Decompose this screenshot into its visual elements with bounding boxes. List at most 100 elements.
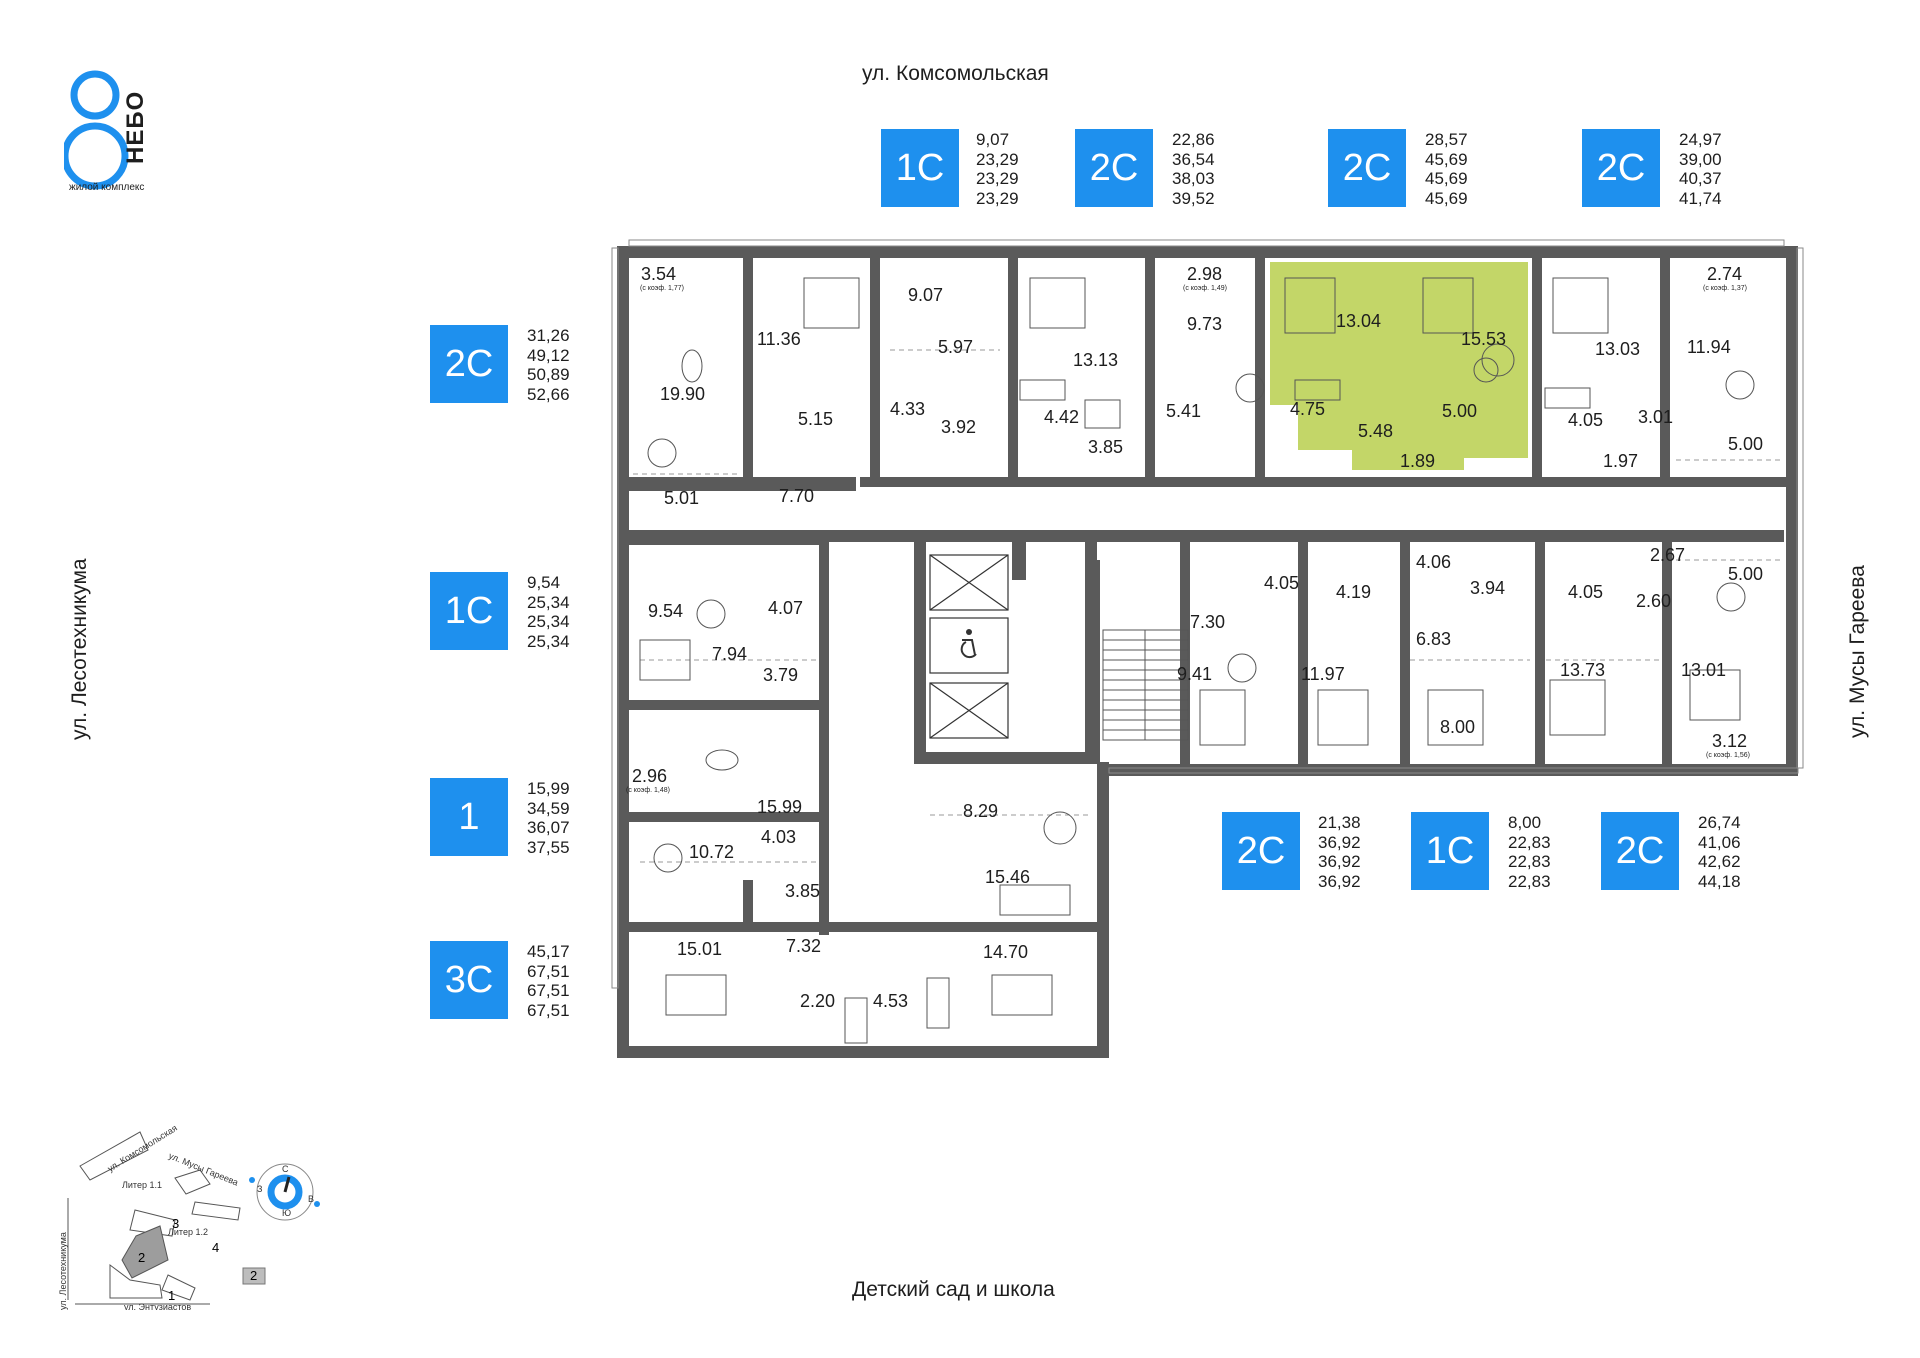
- room-area: 5.41: [1166, 401, 1201, 421]
- room-area: 4.07: [768, 598, 803, 618]
- room-area: 3.85: [785, 881, 820, 901]
- room-area: 9.73: [1187, 314, 1222, 334]
- keymap-liter: Литер 1.2: [168, 1227, 208, 1237]
- site-keymap: ул. Комсомольская ул. Мусы Гареева ул. Л…: [58, 1123, 320, 1310]
- room-area: 3.54: [641, 264, 676, 284]
- elevator-shafts: [929, 554, 1009, 739]
- unit-badge[interactable]: 2С: [1075, 129, 1153, 207]
- room-note: (с коэф. 1,56): [1706, 752, 1750, 759]
- furniture: [639, 277, 1755, 1044]
- unit-badge[interactable]: 3С: [430, 941, 508, 1019]
- room-area: 4.19: [1336, 582, 1371, 602]
- room-note: (с коэф. 1,37): [1703, 285, 1747, 292]
- keymap-street: ул. Комсомольская: [106, 1123, 179, 1174]
- compass-south: Ю: [282, 1208, 291, 1218]
- room-area: 3.92: [941, 417, 976, 437]
- room-area: 15.53: [1461, 329, 1506, 349]
- room-area: 1.89: [1400, 451, 1435, 471]
- room-note: (с коэф. 1,48): [626, 787, 670, 794]
- room-area: 7.32: [786, 936, 821, 956]
- logo-icon: [61, 70, 129, 190]
- unit-badge[interactable]: 2С: [1222, 812, 1300, 890]
- room-area: 4.03: [761, 827, 796, 847]
- keymap-current-section: [121, 1225, 169, 1279]
- unit-badge[interactable]: 2С: [1328, 129, 1406, 207]
- room-area: 7.94: [712, 644, 747, 664]
- room-area: 8.29: [963, 801, 998, 821]
- room-area: 9.07: [908, 285, 943, 305]
- compass-icon: [249, 1163, 320, 1221]
- room-area: 13.03: [1595, 339, 1640, 359]
- room-area: 5.00: [1728, 434, 1763, 454]
- room-note: (с коэф. 1,49): [1183, 285, 1227, 292]
- room-area: 2.96: [632, 766, 667, 786]
- unit-badge[interactable]: 1С: [430, 572, 508, 650]
- unit-badge[interactable]: 2С: [1582, 129, 1660, 207]
- street-bottom: Детский сад и школа: [852, 1278, 1055, 1301]
- room-area: 4.75: [1290, 399, 1325, 419]
- room-area: 13.04: [1336, 311, 1381, 331]
- room-area: 3.94: [1470, 578, 1505, 598]
- room-area: 7.30: [1190, 612, 1225, 632]
- room-area: 2.74: [1707, 264, 1742, 284]
- compass-west: З: [257, 1184, 262, 1194]
- keymap-liter-1-1: [79, 1131, 149, 1181]
- room-area: 5.97: [938, 337, 973, 357]
- room-area: 13.73: [1560, 660, 1605, 680]
- keymap-street: ул. Лесотехникума: [58, 1232, 68, 1310]
- room-area: 15.01: [677, 939, 722, 959]
- compass-north: С: [282, 1164, 289, 1174]
- compass-east: В: [308, 1194, 314, 1204]
- room-area: 11.36: [757, 329, 801, 349]
- room-area: 15.99: [757, 797, 802, 817]
- room-area: 2.20: [800, 991, 835, 1011]
- room-area: 5.48: [1358, 421, 1393, 441]
- keymap-legend-label: 2: [250, 1268, 257, 1283]
- room-area: 19.90: [660, 384, 705, 404]
- room-area: 2.60: [1636, 591, 1671, 611]
- room-area: 8.00: [1440, 717, 1475, 737]
- room-note: (с коэф. 1,77): [640, 285, 684, 292]
- room-area: 3.01: [1638, 407, 1673, 427]
- unit-badge[interactable]: 1: [430, 778, 508, 856]
- room-area: 3.85: [1088, 437, 1123, 457]
- room-area: 10.72: [689, 842, 734, 862]
- highlighted-apartment[interactable]: [1270, 262, 1528, 470]
- room-labels: 3.54 (с коэф. 1,77) 11.36 9.07 5.97 13.1…: [626, 264, 1763, 1011]
- keymap-legend-swatch: [242, 1267, 266, 1285]
- room-area: 5.00: [1442, 401, 1477, 421]
- keymap-section: 1: [168, 1288, 175, 1303]
- unit-badge[interactable]: 2С: [430, 325, 508, 403]
- building-walls: [617, 246, 1798, 1058]
- room-area: 3.79: [763, 665, 798, 685]
- room-area: 4.05: [1568, 410, 1603, 430]
- unit-badge[interactable]: 1С: [881, 129, 959, 207]
- room-area: 5.00: [1728, 564, 1763, 584]
- room-area: 2.67: [1650, 545, 1685, 565]
- room-area: 2.98: [1187, 264, 1222, 284]
- room-area: 5.15: [798, 409, 833, 429]
- room-area: 6.83: [1416, 629, 1451, 649]
- room-area: 9.41: [1177, 664, 1212, 684]
- keymap-section: 3: [172, 1216, 179, 1231]
- room-area: 4.42: [1044, 407, 1079, 427]
- room-area: 9.54: [648, 601, 683, 621]
- unit-badge[interactable]: 1С: [1411, 812, 1489, 890]
- room-area: 4.05: [1264, 573, 1299, 593]
- logo-subtitle: жилой комплекс: [69, 182, 145, 193]
- keymap-section: 2: [138, 1250, 145, 1265]
- unit-badge[interactable]: 2С: [1601, 812, 1679, 890]
- keymap-section: 4: [212, 1240, 219, 1255]
- room-dividers: [633, 349, 1780, 863]
- room-area: 3.12: [1712, 731, 1747, 751]
